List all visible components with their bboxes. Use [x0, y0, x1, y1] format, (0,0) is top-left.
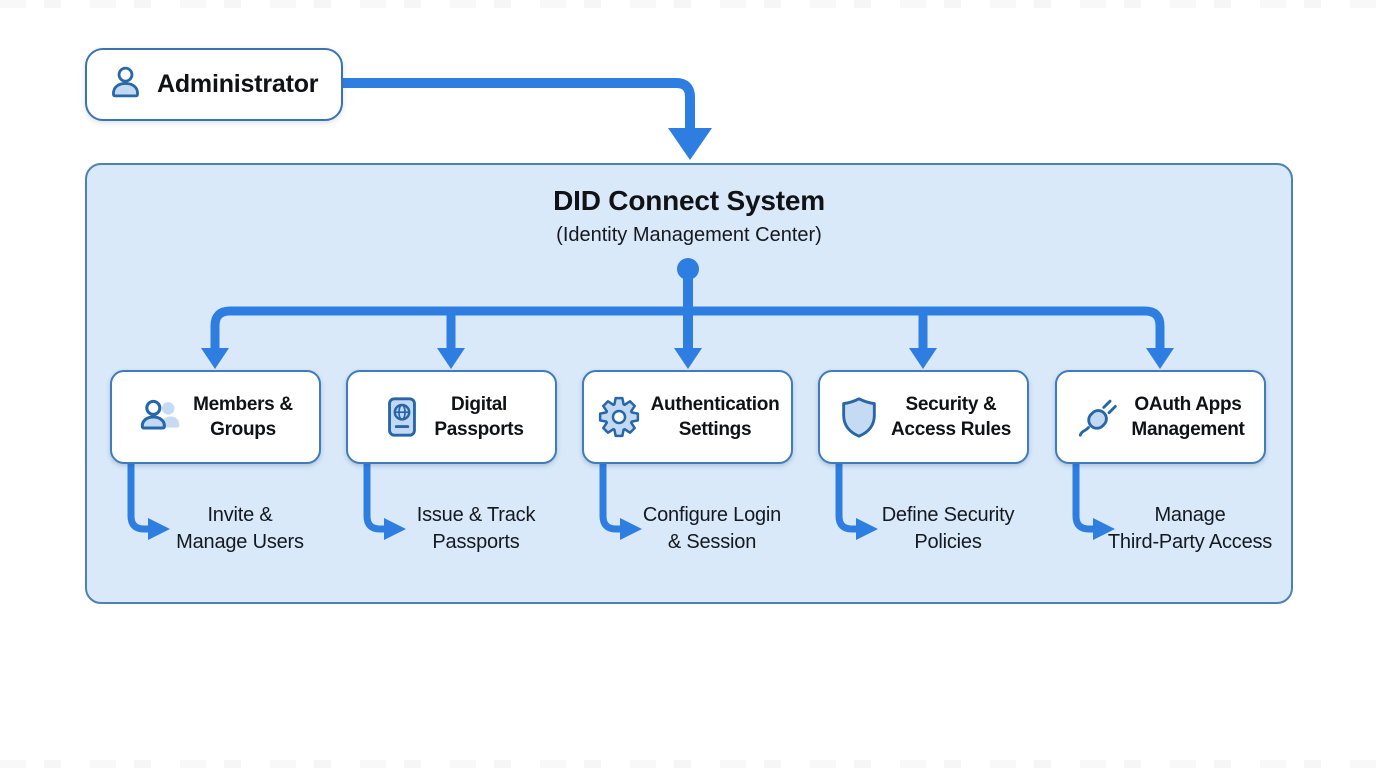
sub-label-line2: Policies — [914, 531, 982, 553]
module-title-line1: OAuth Apps — [1134, 394, 1242, 415]
passport-icon — [379, 394, 425, 440]
bottom-edge-artifact — [0, 760, 1376, 768]
sub-label-authentication-settings: Configure Login & Session — [612, 502, 812, 556]
module-title-line2: Groups — [210, 419, 276, 440]
module-title-line2: Management — [1131, 419, 1245, 440]
sub-label-line2: Passports — [432, 531, 520, 553]
sub-label-line2: Third-Party Access — [1107, 531, 1273, 553]
module-title-line1: Members & — [193, 394, 293, 415]
module-title-line2: Settings — [678, 419, 752, 440]
admin-to-system-arrow — [341, 78, 712, 160]
sub-label-oauth-apps-management: Manage Third-Party Access — [1090, 502, 1290, 556]
gear-icon — [596, 394, 642, 440]
module-title: OAuth Apps Management — [1131, 392, 1244, 442]
module-node-members-groups: Members & Groups — [110, 370, 321, 464]
sub-label-members-groups: Invite & Manage Users — [140, 502, 340, 556]
sub-label-line1: Issue & Track — [416, 504, 536, 526]
sub-label-line1: Invite & — [207, 504, 273, 526]
sub-label-line1: Manage — [1154, 504, 1226, 526]
module-title: Security & Access Rules — [891, 392, 1011, 442]
module-node-oauth-apps-management: OAuth Apps Management — [1055, 370, 1266, 464]
admin-label: Administrator — [157, 70, 319, 98]
sub-label-line1: Configure Login — [642, 504, 782, 526]
module-node-authentication-settings: Authentication Settings — [582, 370, 793, 464]
shield-icon — [836, 394, 882, 440]
sub-label-line2: Manage Users — [176, 531, 304, 553]
sub-label-digital-passports: Issue & Track Passports — [376, 502, 576, 556]
module-title-line1: Security & — [905, 394, 997, 415]
admin-node: Administrator — [85, 48, 343, 121]
users-icon — [138, 394, 184, 440]
sub-label-line1: Define Security — [881, 504, 1015, 526]
system-title: DID Connect System — [553, 185, 825, 216]
top-edge-artifact — [0, 0, 1376, 8]
module-title-line2: Passports — [434, 419, 524, 440]
module-title: Members & Groups — [193, 392, 293, 442]
module-title-line1: Digital — [451, 394, 507, 415]
sub-label-security-access-rules: Define Security Policies — [848, 502, 1048, 556]
plug-icon — [1076, 394, 1122, 440]
module-node-security-access-rules: Security & Access Rules — [818, 370, 1029, 464]
sub-label-line2: & Session — [667, 531, 757, 553]
module-title: Authentication Settings — [651, 392, 780, 442]
module-title: Digital Passports — [434, 392, 523, 442]
module-node-digital-passports: Digital Passports — [346, 370, 557, 464]
module-title-line2: Access Rules — [891, 419, 1011, 440]
module-title-line1: Authentication — [650, 394, 780, 415]
person-icon — [107, 64, 144, 106]
system-subtitle: (Identity Management Center) — [556, 224, 822, 246]
arrow-down-icon — [668, 128, 712, 160]
